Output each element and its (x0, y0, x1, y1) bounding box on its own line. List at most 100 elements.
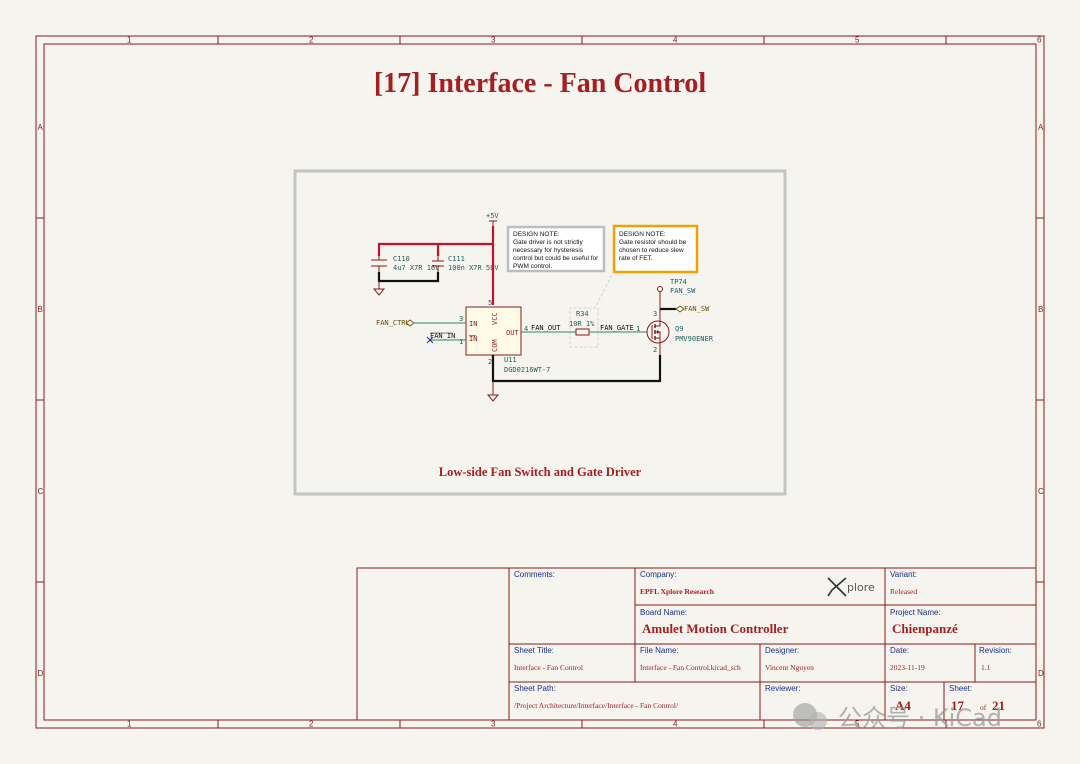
fan-sw-hier-label[interactable]: FAN_SW (675, 305, 710, 313)
svg-text:COM: COM (491, 339, 499, 352)
svg-text:Reviewer:: Reviewer: (765, 684, 801, 693)
c111-value: 100n X7R 50V (448, 264, 499, 272)
svg-text:Revision:: Revision: (979, 646, 1012, 655)
col-marker-3-bottom: 3 (491, 720, 496, 729)
u11-value: DGD0216WT-7 (504, 366, 550, 374)
row-ruler: A B C D A B C D (36, 123, 1044, 678)
page-title: [17] Interface - Fan Control (374, 68, 707, 99)
row-marker-c: C (38, 487, 44, 496)
cap-top-wire (377, 242, 493, 256)
col-marker-6: 6 (1037, 36, 1042, 45)
resistor-r34[interactable]: R34 10R 1% (569, 310, 595, 336)
col-marker-1-bottom: 1 (127, 720, 132, 729)
capacitor-c111[interactable]: C111 100n X7R 50V (432, 255, 499, 272)
svg-text:Date:: Date: (890, 646, 909, 655)
group-title: Low-side Fan Switch and Gate Driver (439, 465, 642, 479)
cap-ground-wire (377, 272, 440, 283)
r34-value: 10R 1% (569, 320, 595, 328)
title-block: Comments: Company: EPFL Xplore Research … (356, 567, 1037, 721)
svg-text:of: of (980, 703, 987, 712)
fan-in-net-label: FAN_IN (430, 332, 455, 340)
column-ruler: 1 2 3 4 5 6 1 2 3 4 5 6 (127, 36, 1042, 729)
svg-text:File Name:: File Name: (640, 646, 679, 655)
svg-text:VCC: VCC (491, 312, 499, 325)
svg-text:rate of FET.: rate of FET. (619, 255, 653, 262)
gate-driver-u11[interactable]: IN IN OUT VCC COM 3 1 5 2 4 U11 DGD0216W… (459, 299, 550, 374)
mosfet-q9[interactable]: 1 2 3 Q9 PMV90ENER (636, 300, 714, 355)
svg-text:control but could be useful fo: control but could be useful for (513, 255, 599, 262)
row-marker-a-right: A (1038, 123, 1044, 132)
svg-text:1: 1 (636, 325, 640, 333)
svg-text:3: 3 (653, 310, 657, 318)
u11-ref: U11 (504, 356, 517, 364)
svg-text:DESIGN NOTE:: DESIGN NOTE: (619, 231, 666, 238)
no-connect-marker (426, 336, 434, 344)
r34-ref: R34 (576, 310, 589, 318)
fan-out-net-label: FAN_OUT (531, 324, 561, 332)
c110-value: 4u7 X7R 16V (393, 264, 440, 272)
svg-text:Sheet Title:: Sheet Title: (514, 646, 554, 655)
board-name: Amulet Motion Controller (642, 621, 789, 636)
col-marker-6-bottom: 6 (1037, 720, 1042, 729)
svg-text:Company:: Company: (640, 570, 676, 579)
size-value: A4 (895, 698, 911, 713)
svg-text:Gate driver is not strictly: Gate driver is not strictly (513, 239, 583, 246)
svg-text:4: 4 (524, 325, 528, 333)
svg-text:Sheet Path:: Sheet Path: (514, 684, 556, 693)
fan-gate-net-label: FAN_GATE (600, 324, 634, 332)
svg-text:Size:: Size: (890, 684, 908, 693)
col-marker-5-bottom: 5 (855, 720, 860, 729)
svg-text:DESIGN NOTE:: DESIGN NOTE: (513, 231, 560, 238)
sheet-total: 21 (992, 698, 1005, 713)
svg-text:Project Name:: Project Name: (890, 608, 941, 617)
svg-text:Variant:: Variant: (890, 570, 917, 579)
row-marker-d-right: D (1038, 669, 1044, 678)
xplore-logo: plore (827, 577, 875, 597)
row-marker-b: B (38, 305, 43, 314)
svg-text:FAN_SW: FAN_SW (684, 305, 710, 313)
svg-text:Board Name:: Board Name: (640, 608, 687, 617)
note-pointer (569, 270, 615, 348)
col-marker-1: 1 (127, 36, 132, 45)
row-marker-d: D (38, 669, 44, 678)
ground-return-wire (491, 355, 662, 383)
capacitor-c110[interactable]: C110 4u7 X7R 16V (371, 255, 440, 272)
power-5v-label: +5V (486, 212, 499, 220)
power-5v-symbol: +5V (486, 212, 499, 226)
design-note-gate-resistor: DESIGN NOTE: Gate resistor should be cho… (612, 224, 699, 274)
design-note-gate-driver: DESIGN NOTE: Gate driver is not strictly… (506, 225, 606, 273)
svg-text:公众号 · KiCad: 公众号 · KiCad (838, 704, 1002, 732)
watermark: 公众号 · KiCad (793, 703, 1002, 732)
svg-text:IN: IN (469, 335, 477, 343)
row-marker-c-right: C (1038, 487, 1044, 496)
date-value: 2023-11-19 (890, 663, 925, 672)
c111-ref: C111 (448, 255, 465, 263)
col-marker-3: 3 (491, 36, 496, 45)
tp74-ref: TP74 (670, 278, 687, 286)
svg-text:5: 5 (488, 299, 492, 307)
outer-frame (35, 35, 1045, 729)
svg-text:chosen to reduce slew: chosen to reduce slew (619, 247, 684, 254)
row-marker-a: A (38, 123, 44, 132)
col-marker-2-bottom: 2 (309, 720, 314, 729)
file-name-value: Interface - Fan Control.kicad_sch (640, 663, 741, 672)
svg-text:Gate resistor should be: Gate resistor should be (619, 239, 687, 246)
variant-value: Released (890, 587, 917, 596)
svg-text:IN: IN (469, 320, 477, 328)
sheet-title-value: Interface - Fan Control (514, 663, 583, 672)
svg-text:2: 2 (653, 346, 657, 354)
svg-text:2: 2 (488, 358, 492, 366)
svg-text:OUT: OUT (506, 329, 519, 337)
col-marker-5: 5 (855, 36, 860, 45)
sheet-number: 17 (951, 698, 965, 713)
c110-ref: C110 (393, 255, 410, 263)
col-marker-2: 2 (309, 36, 314, 45)
fan-ctrl-hier-label[interactable]: FAN_CTRL (376, 319, 415, 327)
test-point-tp74[interactable]: TP74 FAN_SW (657, 278, 697, 300)
svg-text:necessary for hysteresis: necessary for hysteresis (513, 247, 584, 254)
tp74-value: FAN_SW (670, 287, 696, 295)
svg-text:Sheet:: Sheet: (949, 684, 972, 693)
svg-text:plore: plore (847, 581, 875, 594)
q9-ref: Q9 (675, 325, 683, 333)
